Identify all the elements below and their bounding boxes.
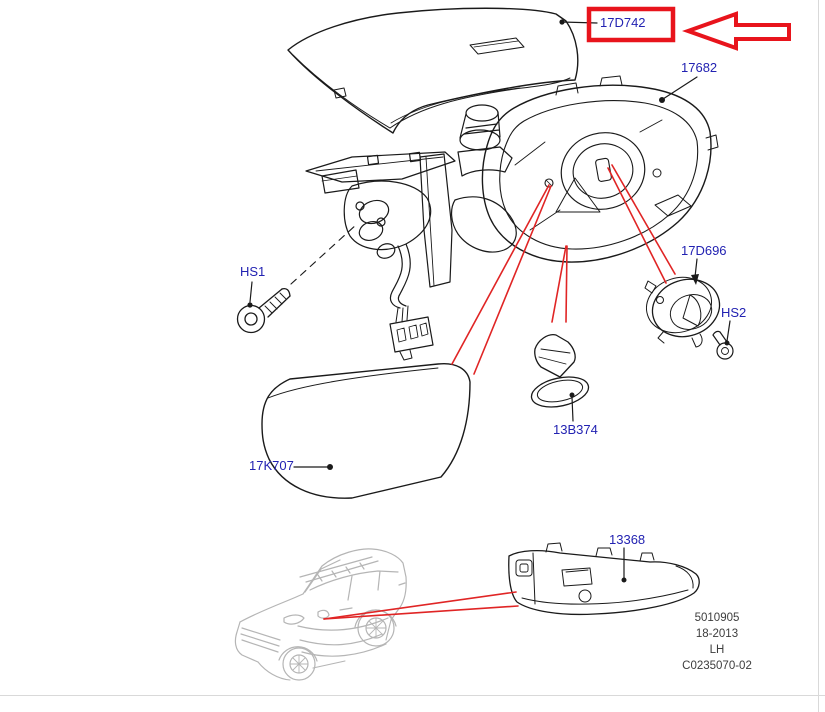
part-callout-17682[interactable]: 17682 [681, 60, 718, 75]
red-pointer-lines [323, 164, 676, 620]
frame-border-right [818, 0, 819, 712]
footer-reference-block: 5010905 18-2013 LH C0235070-02 [652, 610, 782, 674]
frame-border-bottom [0, 695, 825, 696]
part-callout-13368[interactable]: 13368 [609, 532, 646, 547]
screw-hs2-drawing [712, 330, 734, 360]
vehicle-drawing [234, 548, 407, 681]
bulb-holder-drawing [530, 334, 590, 408]
part-callout-17D742[interactable]: 17D742 [600, 15, 646, 30]
mirror-cover-drawing [287, 7, 579, 134]
indicator-lamp-drawing [508, 542, 700, 616]
footer-side-indicator: LH [709, 644, 725, 656]
footer-sheet-number: 5010905 [694, 612, 740, 624]
part-callout-17K707[interactable]: 17K707 [249, 458, 294, 473]
part-callout-HS2[interactable]: HS2 [721, 305, 747, 320]
mirror-motor-drawing [644, 276, 721, 348]
part-callout-17D696[interactable]: 17D696 [681, 243, 727, 258]
footer-drawing-number: C0235070-02 [682, 660, 752, 672]
highlight-arrow-icon [682, 11, 791, 51]
part-callout-13B374[interactable]: 13B374 [553, 422, 598, 437]
footer-date-code: 18-2013 [695, 628, 739, 640]
mirror-glass-drawing [261, 362, 471, 499]
part-callout-HS1[interactable]: HS1 [240, 264, 266, 279]
mirror-housing-drawing [481, 75, 719, 263]
leader-lines [247, 19, 731, 583]
mirror-arm-drawing [305, 104, 517, 361]
highlight-box [586, 6, 676, 43]
